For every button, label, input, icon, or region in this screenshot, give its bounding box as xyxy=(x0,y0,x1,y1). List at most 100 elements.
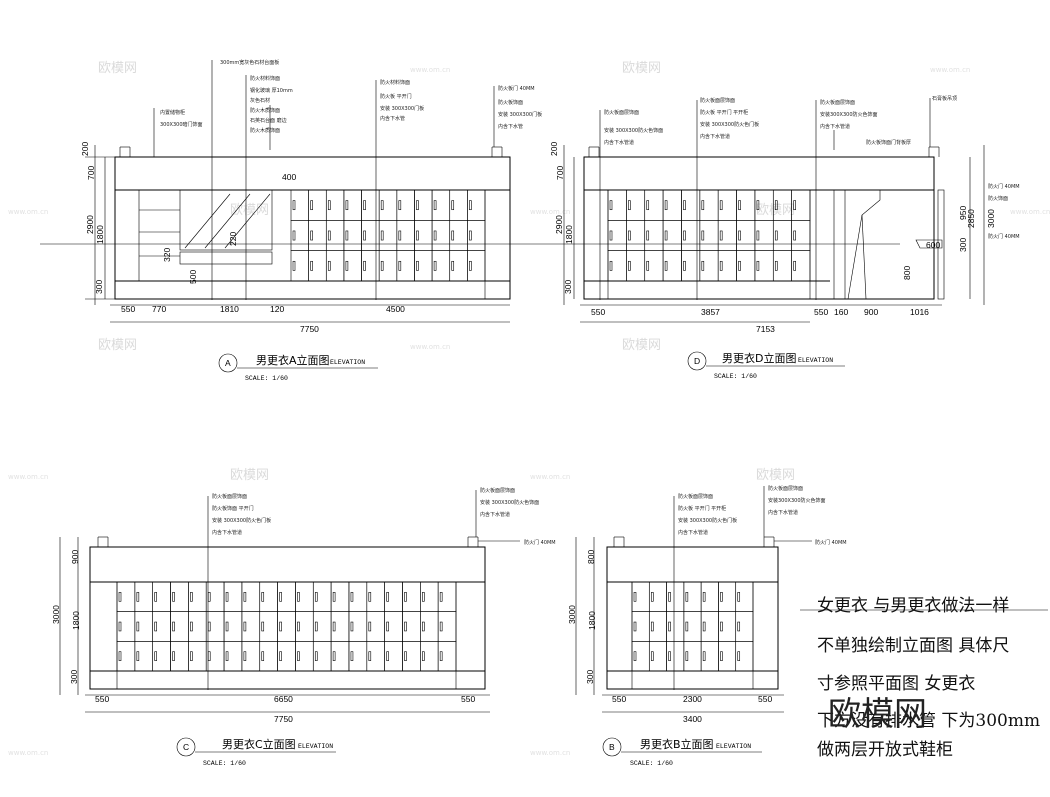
locker-door xyxy=(290,250,309,282)
locker-handle xyxy=(310,260,313,271)
locker-handle xyxy=(279,621,282,632)
svg-text:防火板面层饰面: 防火板面层饰面 xyxy=(212,493,247,500)
locker-door xyxy=(361,220,380,251)
locker-door xyxy=(170,611,189,642)
locker-door xyxy=(348,581,368,612)
locker-handle xyxy=(628,230,631,241)
locker-handle xyxy=(433,200,437,211)
locker-door xyxy=(312,641,332,672)
locker-handle xyxy=(609,260,613,271)
svg-text:200: 200 xyxy=(549,142,559,156)
svg-text:www.om.cn: www.om.cn xyxy=(1010,208,1050,216)
svg-text:D: D xyxy=(694,356,700,366)
locker-door xyxy=(378,250,398,282)
locker-handle xyxy=(422,621,425,632)
locker-handle xyxy=(683,230,686,241)
locker-handle xyxy=(685,651,689,661)
locker-door xyxy=(700,641,719,672)
locker-door xyxy=(361,189,380,221)
locker-handle xyxy=(668,621,671,632)
locker-door xyxy=(384,611,403,642)
svg-text:石英石台面 磨边: 石英石台面 磨边 xyxy=(250,117,287,124)
svg-text:550: 550 xyxy=(814,307,828,317)
locker-handle xyxy=(609,230,613,241)
locker-door xyxy=(626,220,646,251)
locker-handle xyxy=(451,260,455,271)
locker-handle xyxy=(683,260,686,271)
svg-text:防火材料饰面: 防火材料饰面 xyxy=(380,79,410,86)
locker-door xyxy=(343,220,362,251)
elevation-c: 900 3000 1800 300 550 6650 550 7750 防火板面… xyxy=(51,487,556,767)
locker-handle xyxy=(345,200,349,211)
svg-text:SCALE: 1/60: SCALE: 1/60 xyxy=(203,760,246,767)
svg-text:欧模网: 欧模网 xyxy=(622,61,661,76)
svg-text:300: 300 xyxy=(958,238,968,252)
svg-text:ELEVATION: ELEVATION xyxy=(298,743,333,750)
locker-door xyxy=(152,581,171,612)
note-line-1: 女更衣 与男更衣做法一样 xyxy=(817,596,1010,616)
locker-door xyxy=(402,641,421,672)
svg-text:www.om.cn: www.om.cn xyxy=(8,749,48,757)
locker-door xyxy=(277,581,296,612)
locker-door xyxy=(791,220,811,251)
locker-handle xyxy=(433,230,437,241)
svg-text:内置储物柜: 内置储物柜 xyxy=(160,109,185,116)
svg-text:300: 300 xyxy=(94,280,104,294)
note-line-2: 不单独绘制立面图 具体尺 xyxy=(817,636,1010,656)
locker-handle xyxy=(386,651,389,661)
svg-text:www.om.cn: www.om.cn xyxy=(8,473,48,481)
svg-text:防火板门 40MM: 防火板门 40MM xyxy=(498,85,535,92)
svg-text:3000: 3000 xyxy=(51,605,61,624)
svg-text:2300: 2300 xyxy=(683,694,702,704)
svg-text:防火材料饰面: 防火材料饰面 xyxy=(250,75,280,82)
locker-handle xyxy=(332,621,336,632)
svg-text:防火板 平开门: 防火板 平开门 xyxy=(380,93,412,100)
locker-door xyxy=(116,641,136,672)
locker-door xyxy=(205,611,225,642)
locker-door xyxy=(343,189,362,221)
svg-text:www.om.cn: www.om.cn xyxy=(530,473,570,481)
locker-door xyxy=(735,611,754,642)
locker-handle xyxy=(154,621,157,632)
locker-handle xyxy=(380,200,384,211)
svg-text:700: 700 xyxy=(86,166,96,180)
svg-text:1800: 1800 xyxy=(95,225,105,244)
locker-door xyxy=(188,611,207,642)
locker-handle xyxy=(683,200,686,211)
locker-door xyxy=(402,581,421,612)
svg-text:防火板面层饰面: 防火板面层饰面 xyxy=(678,493,713,500)
svg-text:700: 700 xyxy=(555,166,565,180)
svg-text:防火板面层饰面: 防火板面层饰面 xyxy=(604,109,639,116)
locker-handle xyxy=(243,651,247,661)
svg-text:防火板饰面门背板厚: 防火板饰面门背板厚 xyxy=(866,139,911,146)
svg-text:900: 900 xyxy=(70,550,80,564)
locker-handle xyxy=(172,651,175,661)
locker-door xyxy=(259,581,278,612)
locker-handle xyxy=(439,621,443,632)
locker-handle xyxy=(386,592,389,602)
elevation-a-outline xyxy=(114,156,511,300)
note-line-4: 下方没有排水管 下为300mm xyxy=(817,711,1041,731)
svg-text:内含下水管: 内含下水管 xyxy=(498,123,523,130)
svg-text:1800: 1800 xyxy=(587,611,597,630)
locker-door xyxy=(116,611,136,642)
locker-handle xyxy=(668,592,671,602)
locker-door xyxy=(312,611,332,642)
elevation-a: 200 700 2900 1800 300 550 770 1810 120 4… xyxy=(40,59,900,382)
locker-door xyxy=(414,189,433,221)
locker-handle xyxy=(350,592,354,602)
svg-text:防火板饰面 平开门: 防火板饰面 平开门 xyxy=(212,505,254,512)
svg-text:600: 600 xyxy=(926,240,940,250)
locker-door xyxy=(437,641,457,672)
locker-handle xyxy=(363,200,366,211)
locker-handle xyxy=(756,230,760,241)
svg-text:900: 900 xyxy=(864,307,878,317)
svg-text:防火板面层饰面: 防火板面层饰面 xyxy=(768,485,803,492)
svg-text:120: 120 xyxy=(270,304,284,314)
locker-door xyxy=(396,189,415,221)
locker-handle xyxy=(332,651,336,661)
locker-door xyxy=(449,250,468,282)
locker-door xyxy=(449,220,468,251)
